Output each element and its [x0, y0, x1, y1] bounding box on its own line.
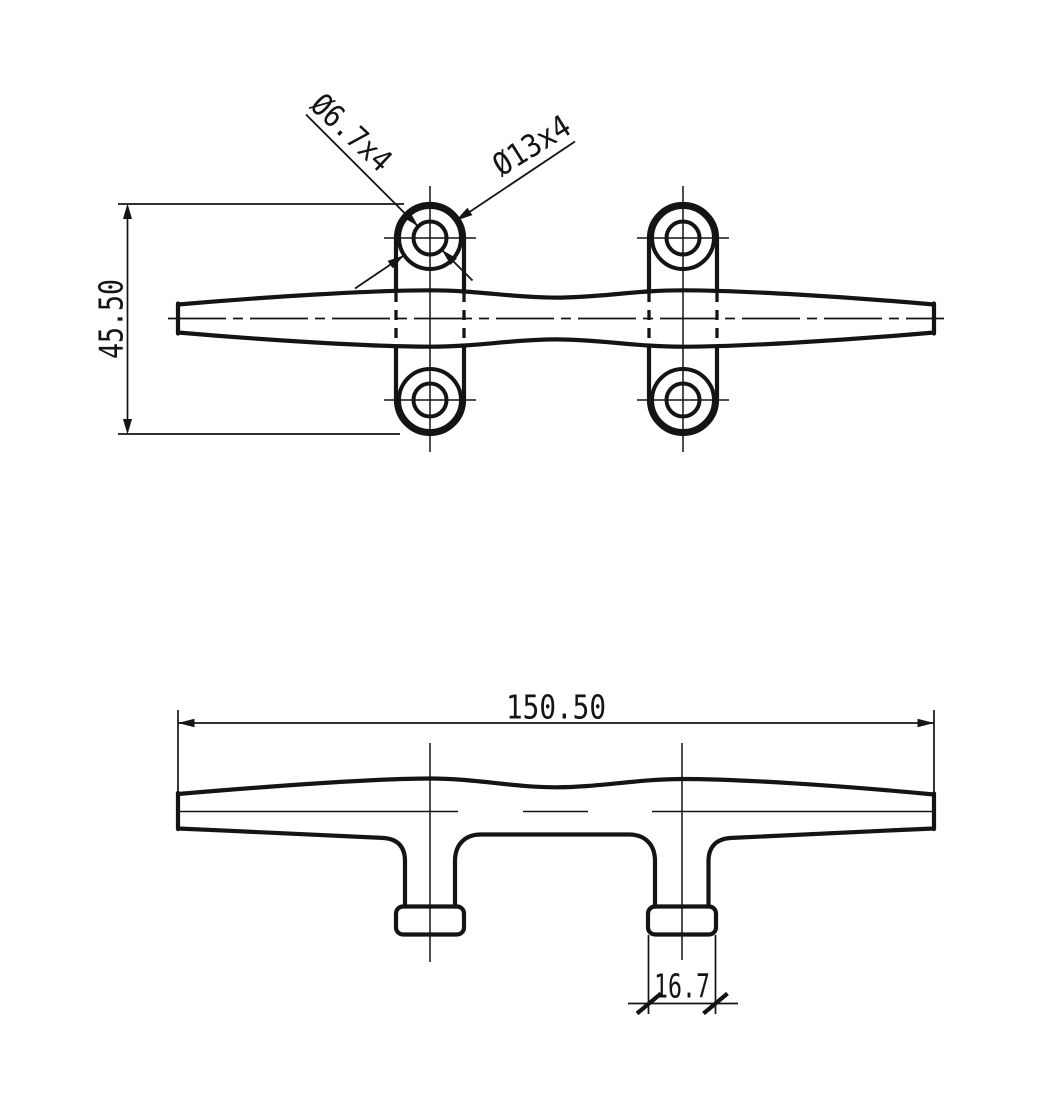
horn-bottom-edge — [175, 330, 937, 349]
top-view: 45.50 Ø6.7x4 Ø13x4 — [92, 87, 944, 452]
oblique-tick-left — [635, 991, 663, 1016]
base-centerlines — [384, 186, 729, 452]
arrowhead-cb-upper — [455, 207, 473, 221]
dim-length-extension-lines — [177, 710, 935, 801]
dim-overall-length: 150.50 — [177, 688, 935, 801]
dim-foot-text: 16.7 — [654, 967, 710, 1006]
arrowhead-down — [123, 419, 132, 435]
callout-counterbore: Ø13x4 — [354, 108, 578, 290]
front-inner-arch — [452, 832, 658, 909]
arrowhead-cb-lower — [387, 255, 405, 269]
arrowhead-hole-upper — [403, 211, 419, 227]
arrowhead-hole-lower — [441, 249, 457, 265]
callout-hole-text: Ø6.7x4 — [303, 87, 398, 179]
callout-hole: Ø6.7x4 — [303, 87, 474, 282]
front-left-bottom-and-leg — [175, 826, 408, 909]
dim-base-height-extension-lines — [118, 203, 404, 435]
dim-foot-width: 16.7 — [628, 935, 738, 1016]
dim-length-text: 150.50 — [506, 688, 606, 727]
arrowhead-right — [917, 718, 934, 728]
front-leg-centerlines — [429, 743, 683, 962]
front-top-edge — [175, 776, 937, 797]
horn-top-edge — [175, 288, 937, 307]
arrowhead-up — [123, 203, 132, 219]
dim-base-height: 45.50 — [92, 203, 404, 435]
callout-counterbore-text: Ø13x4 — [486, 108, 577, 184]
oblique-tick-right — [702, 991, 729, 1016]
front-view: 150.50 16.7 — [175, 688, 937, 1016]
arrowhead-left — [178, 718, 195, 728]
dim-base-height-text: 45.50 — [92, 279, 131, 359]
front-right-leg-and-bottom — [706, 826, 937, 909]
front-view-outline — [175, 776, 937, 937]
